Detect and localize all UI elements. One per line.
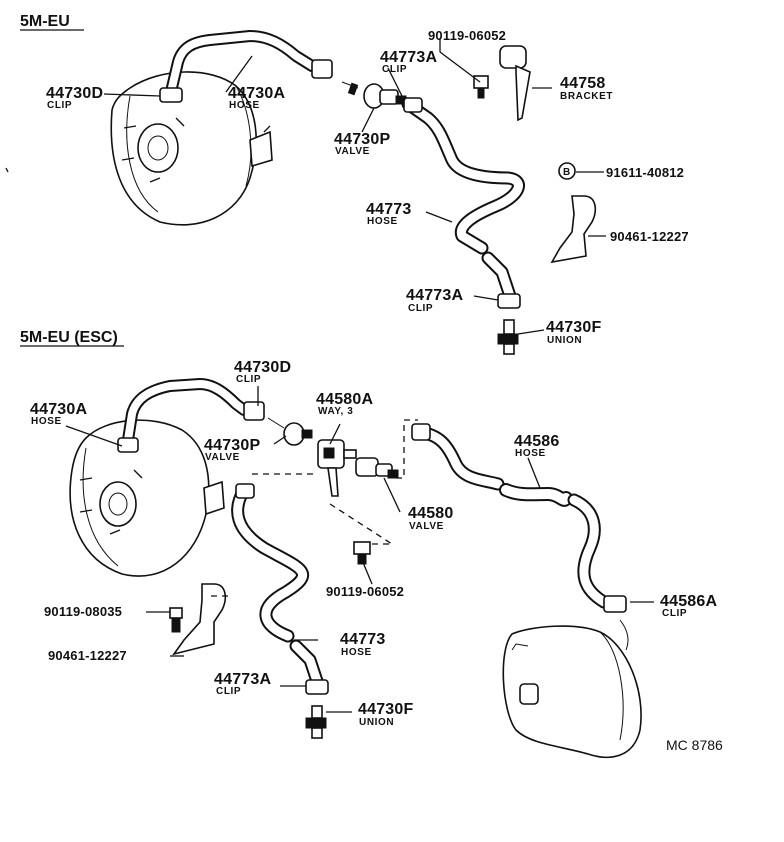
label-44730a-desc: HOSE — [229, 100, 260, 111]
hose-44730a-top — [159, 30, 333, 103]
canister-illustration — [502, 619, 642, 758]
label-esc-44730f-number: 44730F — [358, 701, 413, 718]
label-44586a-number: 44586A — [660, 593, 717, 610]
label-esc-44730d-desc: CLIP — [236, 374, 261, 385]
circle-marker-b — [558, 162, 576, 180]
label-44730d-desc: CLIP — [47, 100, 72, 111]
brake-booster-illustration-esc — [69, 419, 225, 577]
bracket-90461-top: B — [550, 162, 597, 264]
label-44730f-number: 44730F — [546, 319, 601, 336]
label-44773a-top-desc: CLIP — [382, 64, 407, 75]
section-5m-eu-esc: 5M-EU (ESC) — [20, 329, 717, 758]
hose-44586 — [411, 423, 627, 613]
label-44730f-desc: UNION — [547, 335, 582, 346]
label-44580-number: 44580 — [408, 505, 454, 522]
label-90461-12227-top-number: 90461-12227 — [610, 229, 689, 244]
label-44773-desc: HOSE — [367, 216, 398, 227]
label-esc-90119-06052-number: 90119-06052 — [326, 584, 404, 599]
label-44580-desc: VALVE — [409, 521, 444, 532]
label-esc-44730p-desc: VALVE — [205, 452, 240, 463]
union-44730f-esc — [305, 705, 327, 739]
label-44580a-desc: WAY, 3 — [318, 406, 353, 417]
label-44773a-top-number: 44773A — [380, 49, 437, 66]
label-90119-08035-number: 90119-08035 — [44, 604, 122, 619]
label-44773a-bottom-desc: CLIP — [408, 303, 433, 314]
label-esc-90461-12227-number: 90461-12227 — [48, 648, 127, 663]
hose-44730a-esc — [117, 378, 265, 453]
brake-booster-illustration — [5, 71, 273, 226]
label-esc-44730p-number: 44730P — [204, 437, 260, 454]
label-esc-44730a-number: 44730A — [30, 401, 87, 418]
bolt-90119-06052-esc — [353, 541, 371, 565]
label-esc-44773a-desc: CLIP — [216, 686, 241, 697]
leader-lines-top — [103, 38, 606, 335]
label-esc-44773-desc: HOSE — [341, 647, 372, 658]
section-heading-5m-eu: 5M-EU — [20, 13, 70, 30]
circle-marker-b-letter: B — [563, 167, 571, 178]
valve-44580 — [355, 457, 399, 479]
label-90119-06052-number: 90119-06052 — [428, 28, 506, 43]
bracket-44758 — [473, 45, 531, 122]
label-esc-44773a-number: 44773A — [214, 671, 271, 688]
bolt-90119-08035 — [169, 607, 183, 633]
union-44730f-top — [497, 319, 519, 355]
label-44773a-bottom-number: 44773A — [406, 287, 463, 304]
dashed-connection-lines — [206, 419, 418, 597]
leader-lines-esc — [65, 386, 654, 713]
label-44730p-desc: VALVE — [335, 146, 370, 157]
diagram-code: MC 8786 — [666, 737, 723, 753]
labels-esc: 44730D CLIP 44730A HOSE 44580A WAY, 3 44… — [30, 359, 717, 728]
hose-44773-top — [401, 97, 525, 309]
label-44586a-desc: CLIP — [662, 608, 687, 619]
label-44773-number: 44773 — [366, 201, 412, 218]
label-esc-44773-number: 44773 — [340, 631, 386, 648]
label-esc-44730d-number: 44730D — [234, 359, 291, 376]
hose-44773-esc — [231, 483, 329, 695]
label-44730d-number: 44730D — [46, 85, 103, 102]
label-esc-44730f-desc: UNION — [359, 717, 394, 728]
label-44586-desc: HOSE — [515, 448, 546, 459]
label-91611-40812-number: 91611-40812 — [606, 165, 684, 180]
valve-44730p-top — [341, 81, 407, 109]
label-44730p-number: 44730P — [334, 131, 390, 148]
bracket-90461-esc — [172, 583, 227, 656]
section-5m-eu: 5M-EU — [5, 13, 689, 355]
labels-top: 44730D CLIP 44730A HOSE 44730P VALVE 901… — [46, 28, 689, 346]
label-44758-desc: BRACKET — [560, 91, 613, 102]
label-44586-number: 44586 — [514, 433, 560, 450]
label-44580a-number: 44580A — [316, 391, 373, 408]
three-way-44580a — [317, 439, 357, 497]
label-44758-number: 44758 — [560, 75, 606, 92]
valve-44730p-esc — [267, 417, 313, 446]
label-44730a-number: 44730A — [228, 85, 285, 102]
section-heading-5m-eu-esc: 5M-EU (ESC) — [20, 329, 118, 346]
label-esc-44730a-desc: HOSE — [31, 416, 62, 427]
